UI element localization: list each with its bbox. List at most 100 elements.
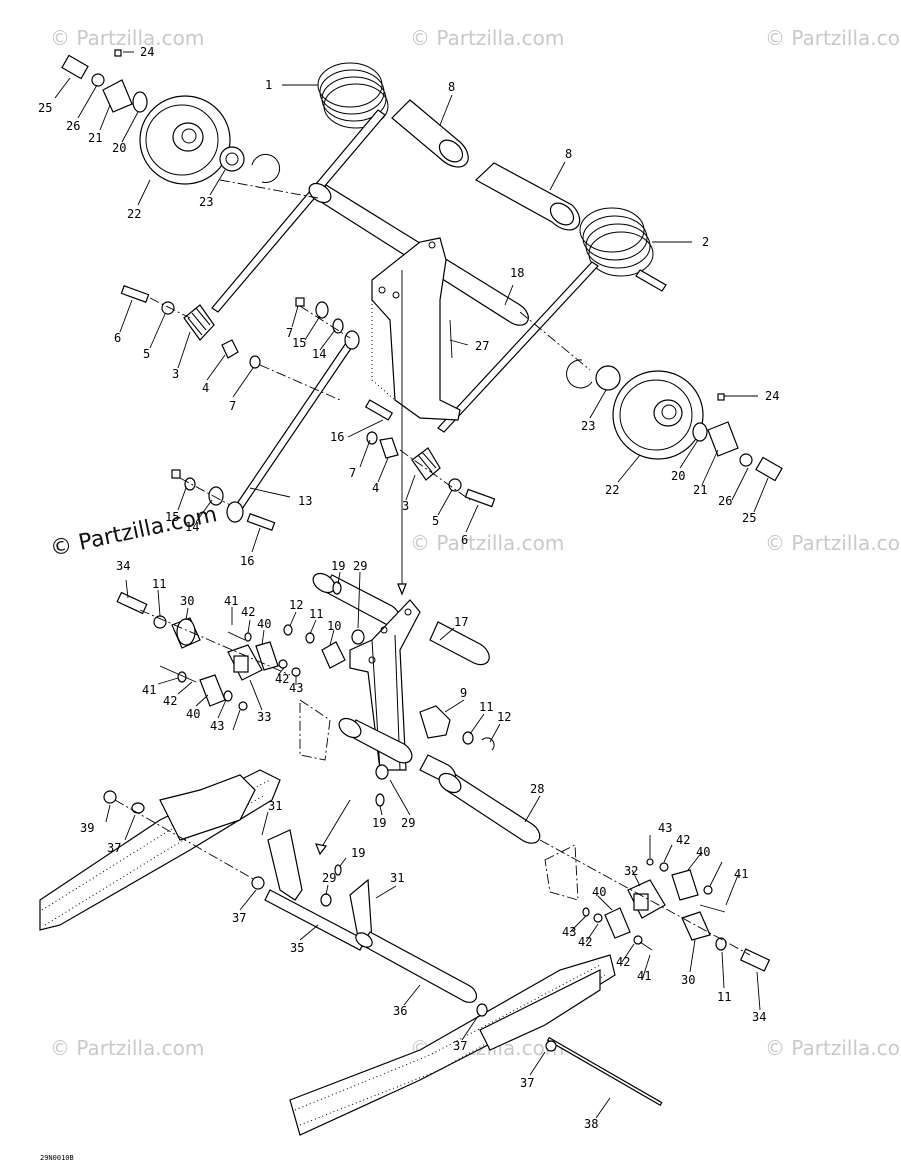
callout: 21 bbox=[88, 131, 102, 145]
bushing-sleeve bbox=[391, 99, 581, 231]
pivot-block-right bbox=[364, 399, 496, 508]
callout: 13 bbox=[298, 494, 312, 508]
callout: 14 bbox=[312, 347, 326, 361]
watermark-group: © Partzilla.com © Partzilla.com © Partzi… bbox=[48, 26, 901, 1060]
callout: 33 bbox=[257, 710, 271, 724]
callout: 43 bbox=[210, 719, 224, 733]
callout: 34 bbox=[752, 1010, 766, 1024]
callout: 42 bbox=[578, 935, 592, 949]
callout: 41 bbox=[142, 683, 156, 697]
callout: 6 bbox=[461, 533, 468, 547]
callout: 14 bbox=[185, 520, 199, 534]
callout: 42 bbox=[275, 672, 289, 686]
callout: 2 bbox=[702, 235, 709, 249]
front-arm bbox=[103, 790, 488, 1017]
callout: 31 bbox=[268, 799, 282, 813]
callout: 29 bbox=[322, 871, 336, 885]
callout: 28 bbox=[530, 782, 544, 796]
watermark: © Partzilla.com bbox=[410, 26, 564, 50]
callout: 27 bbox=[475, 339, 489, 353]
callout: 10 bbox=[327, 619, 341, 633]
idler-wheel-left bbox=[61, 49, 280, 185]
callout: 37 bbox=[107, 841, 121, 855]
callout: 3 bbox=[402, 499, 409, 513]
callout: 16 bbox=[330, 430, 344, 444]
rear-arm-assembly bbox=[283, 572, 541, 844]
watermark: © Partzilla.com bbox=[765, 531, 901, 555]
callout: 19 bbox=[351, 846, 365, 860]
callout: 9 bbox=[460, 686, 467, 700]
callout: 11 bbox=[717, 990, 731, 1004]
callout: 12 bbox=[497, 710, 511, 724]
callout: 20 bbox=[112, 141, 126, 155]
drawing-code: 29N0010B bbox=[40, 1154, 74, 1162]
callout: 16 bbox=[240, 554, 254, 568]
callout: 41 bbox=[637, 969, 651, 983]
callout: 24 bbox=[765, 389, 779, 403]
callout: 36 bbox=[393, 1004, 407, 1018]
callout: 34 bbox=[116, 559, 130, 573]
callout: 7 bbox=[229, 399, 236, 413]
callout: 41 bbox=[734, 867, 748, 881]
callout: 7 bbox=[349, 466, 356, 480]
callout: 5 bbox=[143, 347, 150, 361]
callout: 11 bbox=[152, 577, 166, 591]
callout: 15 bbox=[165, 510, 179, 524]
callout: 29 bbox=[353, 559, 367, 573]
callout: 30 bbox=[681, 973, 695, 987]
callout: 24 bbox=[140, 45, 154, 59]
watermark: © Partzilla.com bbox=[765, 26, 901, 50]
idler-wheel-right bbox=[566, 359, 783, 482]
callout: 35 bbox=[290, 941, 304, 955]
callout: 42 bbox=[241, 605, 255, 619]
rail-left bbox=[39, 769, 281, 931]
callout: 40 bbox=[257, 617, 271, 631]
callout: 42 bbox=[676, 833, 690, 847]
callout: 4 bbox=[202, 381, 209, 395]
callout: 15 bbox=[292, 336, 306, 350]
callout: 42 bbox=[163, 694, 177, 708]
callout: 42 bbox=[616, 955, 630, 969]
rear-arm-upper bbox=[371, 237, 461, 421]
callout: 37 bbox=[520, 1076, 534, 1090]
callout: 19 bbox=[372, 816, 386, 830]
callout: 41 bbox=[224, 594, 238, 608]
callout: 22 bbox=[605, 483, 619, 497]
callout: 25 bbox=[38, 101, 52, 115]
callout: 40 bbox=[696, 845, 710, 859]
callout: 11 bbox=[479, 700, 493, 714]
callout: 1 bbox=[265, 78, 272, 92]
callout: 30 bbox=[180, 594, 194, 608]
rail-right bbox=[289, 954, 616, 1136]
callout: 31 bbox=[390, 871, 404, 885]
callout: 32 bbox=[624, 864, 638, 878]
construction-lines-top bbox=[149, 179, 591, 596]
callout: 23 bbox=[199, 195, 213, 209]
callout: 11 bbox=[309, 607, 323, 621]
callout: 23 bbox=[581, 419, 595, 433]
stopper-left bbox=[116, 591, 301, 711]
leader-lines bbox=[54, 51, 769, 1119]
link-rod bbox=[171, 297, 360, 531]
callout: 8 bbox=[565, 147, 572, 161]
callout: 43 bbox=[562, 925, 576, 939]
spring-left bbox=[211, 62, 389, 313]
callout: 8 bbox=[448, 80, 455, 94]
callout: 39 bbox=[80, 821, 94, 835]
callout-labels: 1 2 3 3 4 4 5 5 6 6 7 7 7 8 8 9 10 11 11… bbox=[38, 45, 779, 1162]
pivot-block-left bbox=[120, 285, 261, 369]
callout: 17 bbox=[454, 615, 468, 629]
callout: 12 bbox=[289, 598, 303, 612]
callout: 43 bbox=[289, 681, 303, 695]
callout: 26 bbox=[66, 119, 80, 133]
callout: 6 bbox=[114, 331, 121, 345]
callout: 20 bbox=[671, 469, 685, 483]
callout: 21 bbox=[693, 483, 707, 497]
callout: 38 bbox=[584, 1117, 598, 1131]
callout: 43 bbox=[658, 821, 672, 835]
watermark: © Partzilla.com bbox=[410, 531, 564, 555]
callout: 37 bbox=[232, 911, 246, 925]
stopper-right bbox=[539, 839, 771, 1107]
watermark: © Partzilla.com bbox=[50, 26, 204, 50]
callout: 29 bbox=[401, 816, 415, 830]
